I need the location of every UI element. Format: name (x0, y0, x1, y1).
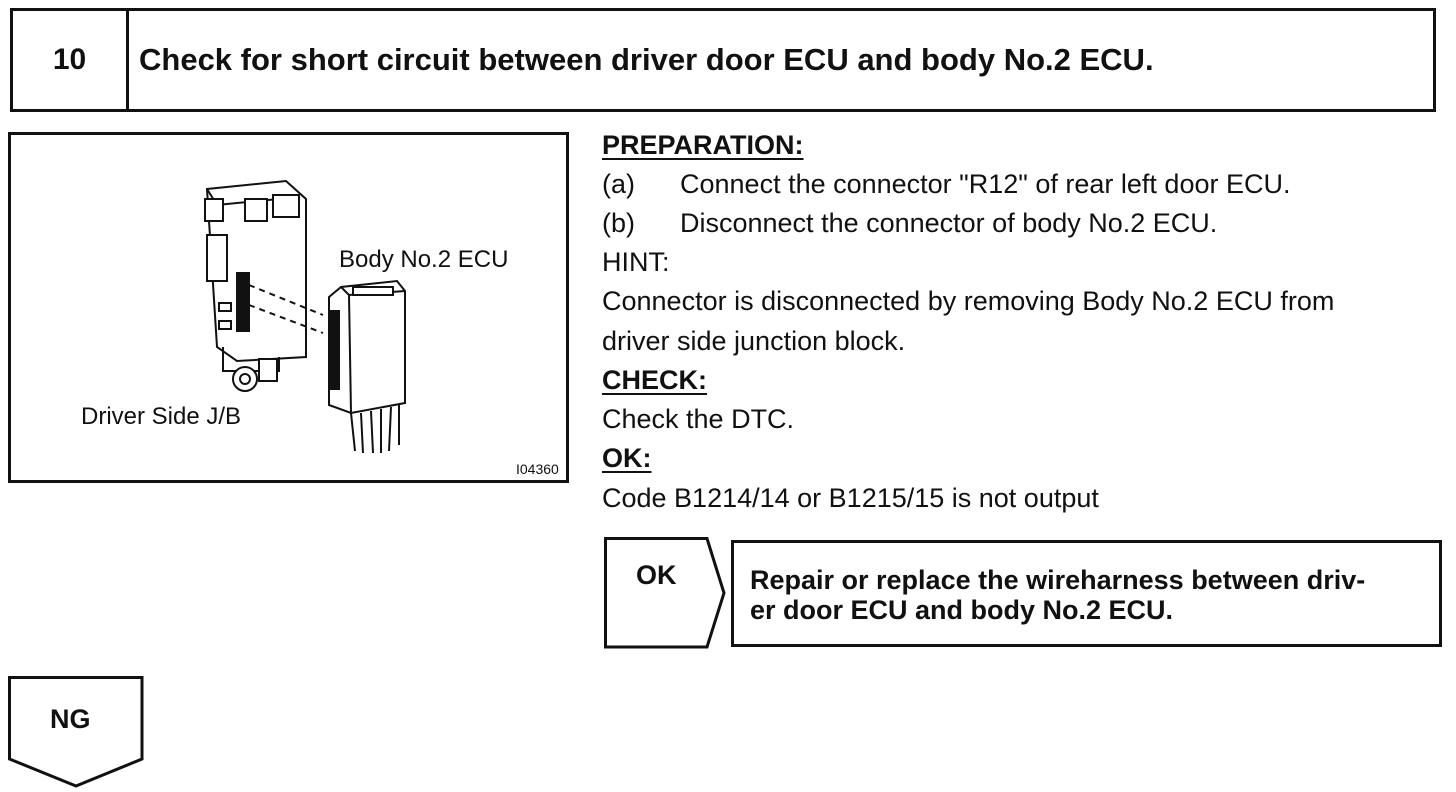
image-code: I04360 (516, 461, 559, 477)
ok-result-box: Repair or replace the wireharness betwee… (731, 540, 1442, 647)
hint-heading: HINT: (602, 247, 670, 277)
label-body-no2-ecu: Body No.2 ECU (339, 246, 509, 273)
check-text: Check the DTC. (602, 404, 795, 434)
step-header: 10 Check for short circuit between drive… (10, 8, 1436, 112)
label-driver-side-jb: Driver Side J/B (81, 403, 242, 430)
step-number: 10 (13, 11, 129, 109)
item-marker: (b) (602, 208, 635, 238)
item-marker: (a) (602, 169, 635, 199)
ok-criteria-text: Code B1214/14 or B1215/15 is not output (602, 483, 1099, 513)
item-text: Disconnect the connector of body No.2 EC… (680, 208, 1218, 238)
step-title: Check for short circuit between driver d… (139, 42, 1154, 77)
junction-block-drawing (204, 179, 406, 454)
ok-result-line: er door ECU and body No.2 ECU. (750, 595, 1174, 625)
hint-line: driver side junction block. (602, 326, 906, 356)
hint-line: Connector is disconnected by removing Bo… (602, 286, 1335, 316)
preparation-item-b: (b) Disconnect the connector of body No.2… (602, 208, 1217, 239)
ok-heading: OK: (602, 443, 652, 473)
ok-arrow-tag (604, 537, 726, 649)
ok-tag-label: OK (636, 560, 677, 590)
ng-arrow-tag (8, 676, 144, 788)
ok-result-text: Repair or replace the wireharness betwee… (750, 565, 1430, 625)
preparation-item-a: (a) Connect the connector "R12" of rear l… (602, 169, 1290, 200)
check-heading: CHECK: (602, 365, 707, 395)
preparation-heading: PREPARATION: (602, 130, 804, 160)
ng-tag-label: NG (50, 704, 91, 734)
connector-illustration: Body No.2 ECU Driver Side J/B I04360 (8, 132, 569, 483)
item-text: Connect the connector "R12" of rear left… (680, 169, 1291, 199)
ok-result-line: Repair or replace the wireharness betwee… (750, 565, 1366, 595)
